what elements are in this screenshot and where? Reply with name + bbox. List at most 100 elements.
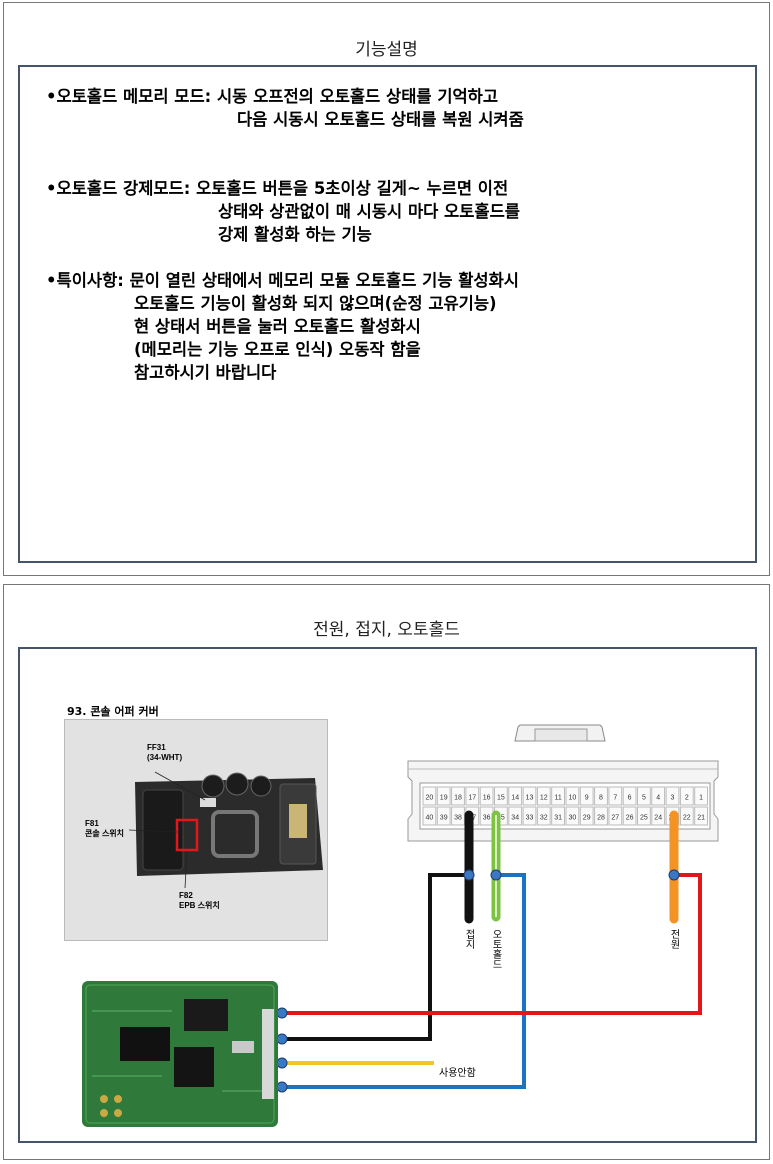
connector-pin-number: 22 bbox=[683, 815, 691, 822]
feature-memory-mode: •오토홀드 메모리 모드: 시동 오프전의 오토홀드 상태를 기억하고 다음 시… bbox=[46, 85, 524, 131]
feature-special-notes: •특이사항: 문이 열린 상태에서 메모리 모듈 오토홀드 기능 활성화시 오토… bbox=[46, 269, 519, 384]
connector-pin-number: 5 bbox=[642, 795, 646, 802]
connector-pin bbox=[551, 806, 566, 826]
connector-pin-number: 1 bbox=[699, 795, 703, 802]
connector-pin-number: 29 bbox=[583, 815, 591, 822]
connector-pin-number: 40 bbox=[426, 815, 434, 822]
connector-pin-number: 33 bbox=[526, 815, 534, 822]
connector-pin-number: 4 bbox=[656, 795, 660, 802]
console-photo: FF31 (34-WHT) F81 콘솔 스위치 F82 EPB 스위치 bbox=[64, 719, 328, 941]
connector-pin-number: 15 bbox=[497, 795, 505, 802]
callout-ff31-name: FF31 bbox=[147, 743, 166, 752]
connector-pin-number: 34 bbox=[511, 815, 519, 822]
feature-line: 오토홀드 기능이 활성화 되지 않으며(순정 고유기능) bbox=[134, 294, 497, 313]
connector-pin bbox=[436, 786, 451, 806]
connector-pin-number: 10 bbox=[569, 795, 577, 802]
feature-line: (메모리는 기능 오프로 인식) 오동작 함을 bbox=[134, 340, 421, 359]
connector-pin-number: 30 bbox=[569, 815, 577, 822]
connector-pin bbox=[465, 786, 480, 806]
connector-pin-number: 7 bbox=[613, 795, 617, 802]
connector-pin bbox=[479, 786, 494, 806]
feature-line: 강제 활성화 하는 기능 bbox=[218, 225, 372, 244]
feature-line: 참고하시기 바랍니다 bbox=[134, 363, 277, 382]
connector-wiring-art: 2019181716151413121110987654321403938373… bbox=[276, 724, 719, 1093]
connector-pin bbox=[536, 806, 551, 826]
feature-line: •오토홀드 메모리 모드: 시동 오프전의 오토홀드 상태를 기억하고 bbox=[46, 87, 499, 106]
callout-f82-desc: EPB 스위치 bbox=[179, 900, 220, 910]
connector-pin-number: 35 bbox=[497, 815, 505, 822]
connector-pin-number: 25 bbox=[640, 815, 648, 822]
red-wire bbox=[282, 873, 702, 1015]
connector-pin bbox=[565, 786, 580, 806]
feature-line: •특이사항: 문이 열린 상태에서 메모리 모듈 오토홀드 기능 활성화시 bbox=[46, 271, 519, 290]
feature-line: 상태와 상관없이 매 시동시 마다 오토홀드를 bbox=[218, 202, 520, 221]
connector-pin bbox=[579, 806, 594, 826]
connector-pin-number: 2 bbox=[685, 795, 689, 802]
connector-pin bbox=[551, 786, 566, 806]
connector-pin bbox=[436, 806, 451, 826]
connector-pin bbox=[508, 806, 523, 826]
connector-pin bbox=[536, 786, 551, 806]
pcb-illustration bbox=[82, 981, 278, 1127]
connector-pin-number: 20 bbox=[426, 795, 434, 802]
console-illustration: FF31 (34-WHT) F81 콘솔 스위치 F82 EPB 스위치 bbox=[65, 720, 327, 940]
connector-pin-number: 24 bbox=[654, 815, 662, 822]
connector-pin-number: 21 bbox=[697, 815, 705, 822]
autohold-label: 오토홀드 bbox=[490, 929, 501, 969]
connector-pin-number: 6 bbox=[628, 795, 632, 802]
connector-pin bbox=[694, 786, 709, 806]
connector-pin-number: 9 bbox=[585, 795, 589, 802]
connector-pin bbox=[422, 806, 437, 826]
connector-pin bbox=[508, 786, 523, 806]
connector-pin bbox=[637, 806, 651, 826]
console-photo-panel: 93. 콘솔 어퍼 커버 bbox=[64, 703, 328, 941]
connector-pin-number: 26 bbox=[626, 815, 634, 822]
connector-pin-number: 27 bbox=[611, 815, 619, 822]
connector-pin bbox=[422, 786, 437, 806]
connector-pin bbox=[679, 786, 694, 806]
connector-pin bbox=[494, 786, 508, 806]
memory-module-pcb bbox=[82, 981, 282, 1129]
pin-grid: 2019181716151413121110987654321403938373… bbox=[422, 786, 709, 826]
callout-f81-name: F81 bbox=[85, 819, 99, 828]
connector-pin-number: 18 bbox=[454, 795, 462, 802]
connector-pin bbox=[594, 806, 608, 826]
connector-pin-number: 32 bbox=[540, 815, 548, 822]
power-label: 전원 bbox=[668, 929, 679, 949]
connector-pin-number: 31 bbox=[554, 815, 562, 822]
connector-pin bbox=[608, 806, 623, 826]
connector-pin bbox=[594, 786, 608, 806]
slide-wiring: 전원, 접지, 오토홀드 93. 콘솔 어퍼 커버 bbox=[3, 584, 770, 1160]
slide-title: 기능설명 bbox=[355, 40, 418, 60]
slide-function-description: 기능설명 •오토홀드 메모리 모드: 시동 오프전의 오토홀드 상태를 기억하고… bbox=[3, 2, 770, 576]
connector-pin-number: 28 bbox=[597, 815, 605, 822]
connector-pin bbox=[608, 786, 623, 806]
connector-pin bbox=[451, 786, 465, 806]
connector-pin-number: 13 bbox=[526, 795, 534, 802]
slide-title: 전원, 접지, 오토홀드 bbox=[313, 620, 460, 640]
connector-pin bbox=[522, 806, 537, 826]
connector-pin-number: 19 bbox=[440, 795, 448, 802]
connector-pin-number: 11 bbox=[554, 795, 561, 802]
photo-title: 93. 콘솔 어퍼 커버 bbox=[67, 705, 159, 718]
connector-pin-number: 38 bbox=[454, 815, 462, 822]
ground-label: 접지 bbox=[463, 929, 474, 949]
connector-pin-number: 12 bbox=[540, 795, 548, 802]
connector-pin bbox=[522, 786, 537, 806]
feature-line: •오토홀드 강제모드: 오토홀드 버튼을 5초이상 길게~ 누르면 이전 bbox=[46, 179, 509, 198]
connector-pin-number: 14 bbox=[511, 795, 519, 802]
connector-pin bbox=[651, 806, 666, 826]
connector-pin-number: 16 bbox=[483, 795, 491, 802]
connector-pin bbox=[622, 806, 637, 826]
connector-pin bbox=[665, 786, 680, 806]
ground-wire bbox=[282, 873, 467, 1041]
feature-line: 다음 시동시 오토홀드 상태를 복원 시켜줌 bbox=[237, 110, 524, 129]
connector-pin-number: 39 bbox=[440, 815, 448, 822]
feature-line: 현 상태서 버튼을 눌러 오토홀드 활성화시 bbox=[134, 317, 421, 336]
callout-f81-desc: 콘솔 스위치 bbox=[85, 828, 124, 838]
ground-joint bbox=[463, 869, 475, 881]
connector-pin bbox=[679, 806, 694, 826]
wires bbox=[276, 810, 702, 1093]
connector-pin bbox=[651, 786, 666, 806]
wiring-diagram-box: 93. 콘솔 어퍼 커버 bbox=[18, 647, 757, 1143]
